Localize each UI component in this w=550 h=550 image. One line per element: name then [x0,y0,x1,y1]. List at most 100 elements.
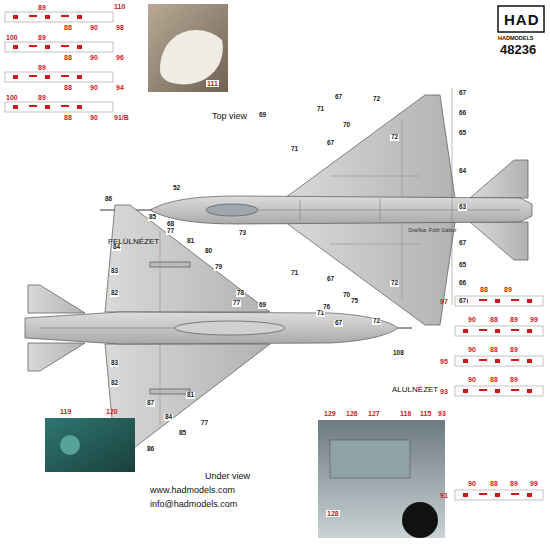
decal-number: 88 [64,114,72,121]
decal-mark [463,359,468,363]
callout-number: 82 [110,380,119,387]
decal-number: 111 [206,80,219,87]
callout-number: 52 [172,185,181,192]
decal-number: 89 [504,286,512,293]
decal-mark [29,15,37,17]
decal-number: 90 [468,316,476,323]
decal-mark [61,15,69,17]
callout-number: 72 [372,318,381,325]
callout-number: 85 [148,214,157,221]
callout-number: 85 [178,430,187,437]
decal-number: 89 [510,376,518,383]
photo [318,420,445,538]
photo-detail [60,435,80,455]
callout-number: 70 [342,122,351,129]
callout-number: 77 [200,420,209,427]
callout-number: 65 [458,262,467,269]
decal-mark [13,45,18,49]
decal-mark [13,15,18,19]
callout-number: 72 [390,134,399,141]
decal-mark [511,359,519,361]
callout-number: 71 [316,310,325,317]
decal-mark [511,329,519,331]
decal-mark [495,493,500,497]
callout-number: 86 [104,196,113,203]
callout-number: 108 [392,350,405,357]
callout-number: 77 [166,228,175,235]
decal-mark [479,359,487,361]
decal-number: 90 [468,376,476,383]
decal-number: 89 [38,64,46,71]
decal-mark [479,299,487,301]
decal-number: 88 [64,24,72,31]
callout-number: 65 [458,130,467,137]
decal-mark [511,299,519,301]
view-title: Under view [205,472,250,481]
decal-number: 88 [64,84,72,91]
callout-number: 64 [458,168,467,175]
top-view-aircraft [100,95,532,325]
callout-number: 76 [322,304,331,311]
decal-number: 88 [490,376,498,383]
callout-number: 75 [350,298,359,305]
decal-mark [495,329,500,333]
decal-mark [29,45,37,47]
decal-number: 94 [116,84,124,91]
stencil-panels [5,12,543,500]
decal-mark [511,493,519,495]
guide-line [452,88,453,305]
callout-number: 67 [326,276,335,283]
decal-mark [463,493,468,497]
callout-number: 84 [112,244,121,251]
callout-number: 72 [390,280,399,287]
decal-number: 88 [480,286,488,293]
decal-number: 119 [60,408,71,415]
decal-mark [463,329,468,333]
callout-number: 79 [214,264,223,271]
decal-number: 93 [438,410,446,417]
decal-mark [511,389,519,391]
callout-number: 69 [258,302,267,309]
decal-mark [29,75,37,77]
callout-number: 69 [258,112,267,119]
decal-mark [495,359,500,363]
photo-detail [160,30,223,84]
callout-number: 66 [458,110,467,117]
decal-number: 100 [6,94,18,101]
decal-number: 89 [38,94,46,101]
decal-mark [77,105,82,109]
decal-number: 90 [90,24,98,31]
decal-mark [13,105,18,109]
decal-number: 116 [400,410,411,417]
decal-number: 90 [468,480,476,487]
callout-number: 86 [146,446,155,453]
callout-number: 81 [186,238,195,245]
decal-mark [527,329,532,333]
product-number: 48236 [500,43,536,56]
decal-mark [463,389,468,393]
decal-number: 129 [324,410,336,417]
decal-number: 99 [530,316,538,323]
decal-mark [61,45,69,47]
decal-number: 89 [38,4,46,11]
decal-mark [495,389,500,393]
callout-number: 83 [110,268,119,275]
decal-mark [527,389,532,393]
callout-number: 72 [372,96,381,103]
decal-mark [527,299,532,303]
callout-number: 71 [290,146,299,153]
brand-name: HADMODELS [498,36,533,42]
decal-mark [479,493,487,495]
callout-number: 71 [316,106,325,113]
decal-number: 100 [6,34,18,41]
photo [45,418,135,472]
decal-number: 126 [346,410,358,417]
decal-number: 98 [116,24,124,31]
callout-number: 73 [238,230,247,237]
callout-number: 80 [204,248,213,255]
decal-number: 91 [440,492,448,499]
decal-mark [527,359,532,363]
decal-number: 89 [510,346,518,353]
